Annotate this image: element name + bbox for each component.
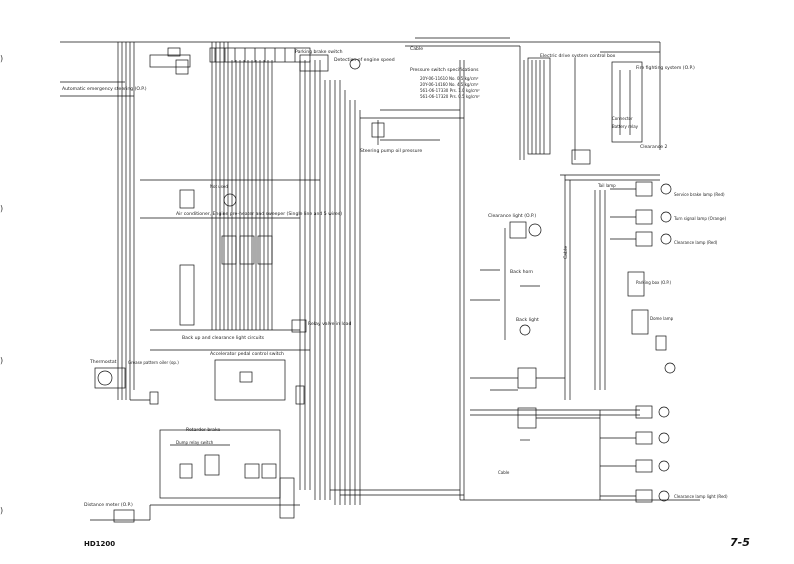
retarder-brake-label: Retarder brake [186,428,221,433]
clearance-2-label: Clearance 2 [640,145,668,150]
auto-emergency-steering-label: Automatic emergency steering (O.P.) [62,87,147,92]
tail-lamp-label: Tail lamp [598,183,616,188]
pressure-switch-spec-1: 20Y-06-11610 No. 0.5 kg/cm² [420,76,479,81]
accel-pedal-switch-label: Accelerator pedal control switch [210,352,284,357]
pressure-switch-spec-2: 20Y-06-14160 No. 4.5 kg/cm² [420,82,479,87]
pressure-switch-spec-0: Pressure switch specifications [410,68,479,73]
cable-top-label: Cable [410,47,424,52]
model-code: HD1200 [84,540,116,548]
connector-label: Connector [612,116,633,121]
cable-side-label: Cable [498,470,510,475]
relay-note: Relay valve in load [308,322,352,327]
back-horn-label: Back horn [510,270,534,275]
dome-lamp-label: Dome lamp [650,316,674,321]
detection-engine-speed-label: Detection of engine speed [334,58,395,63]
clearance-light-label: Clearance light (O.P.) [488,214,537,219]
lights-note: Back up and clearance light circuits [182,336,265,341]
pressure-switch-spec-4: 561-06-17320 Prs. 0.5 kg/cm² [420,94,480,99]
distance-meter-label: Distance meter (O.P.) [84,503,133,508]
service-brake-lamp-label: Service brake lamp (Red) [674,192,725,197]
cable-right-label: Cable [564,245,570,260]
parking-brake-switch-label: Parking brake switch [295,50,343,55]
turn-signal-lamp-label: Turn signal lamp (Orange) [674,216,727,221]
grease-pattern-label: Grease pattern oiler (op.) [128,360,179,365]
binder-hole-4: ) [0,506,4,515]
binder-hole-1: ) [0,54,4,63]
binder-hole-2: ) [0,204,4,213]
steering-pump-oil-label: Steering pump oil pressure [360,149,423,154]
pressure-switch-spec-3: 561-06-17330 Prs. 1.0 kg/cm² [420,88,480,93]
clearance-lamp-red-label: Clearance lamp (Red) [674,240,718,245]
back-light-label: Back light [516,318,539,323]
clearance-lamp-bottom-label: Clearance lamp light (Red) [674,494,728,499]
page-number: 7-5 [730,536,750,549]
binder-hole-3: ) [0,356,4,365]
dump-relay-label: Dump relay switch [176,440,214,445]
not-used-label: Not used [210,184,228,189]
thermostat-label: Thermostat [90,360,117,365]
air-conditioner-note: Air conditioner, Engine pre-heater and s… [176,212,343,217]
fire-fighting-system-label: Fire fighting system (O.P.) [636,66,695,71]
electric-drive-box-label: Electric drive system control box [540,54,616,59]
battery-relay-label: Battery relay [612,124,639,129]
parking-box-label: Parking box (O.P.) [636,280,672,285]
